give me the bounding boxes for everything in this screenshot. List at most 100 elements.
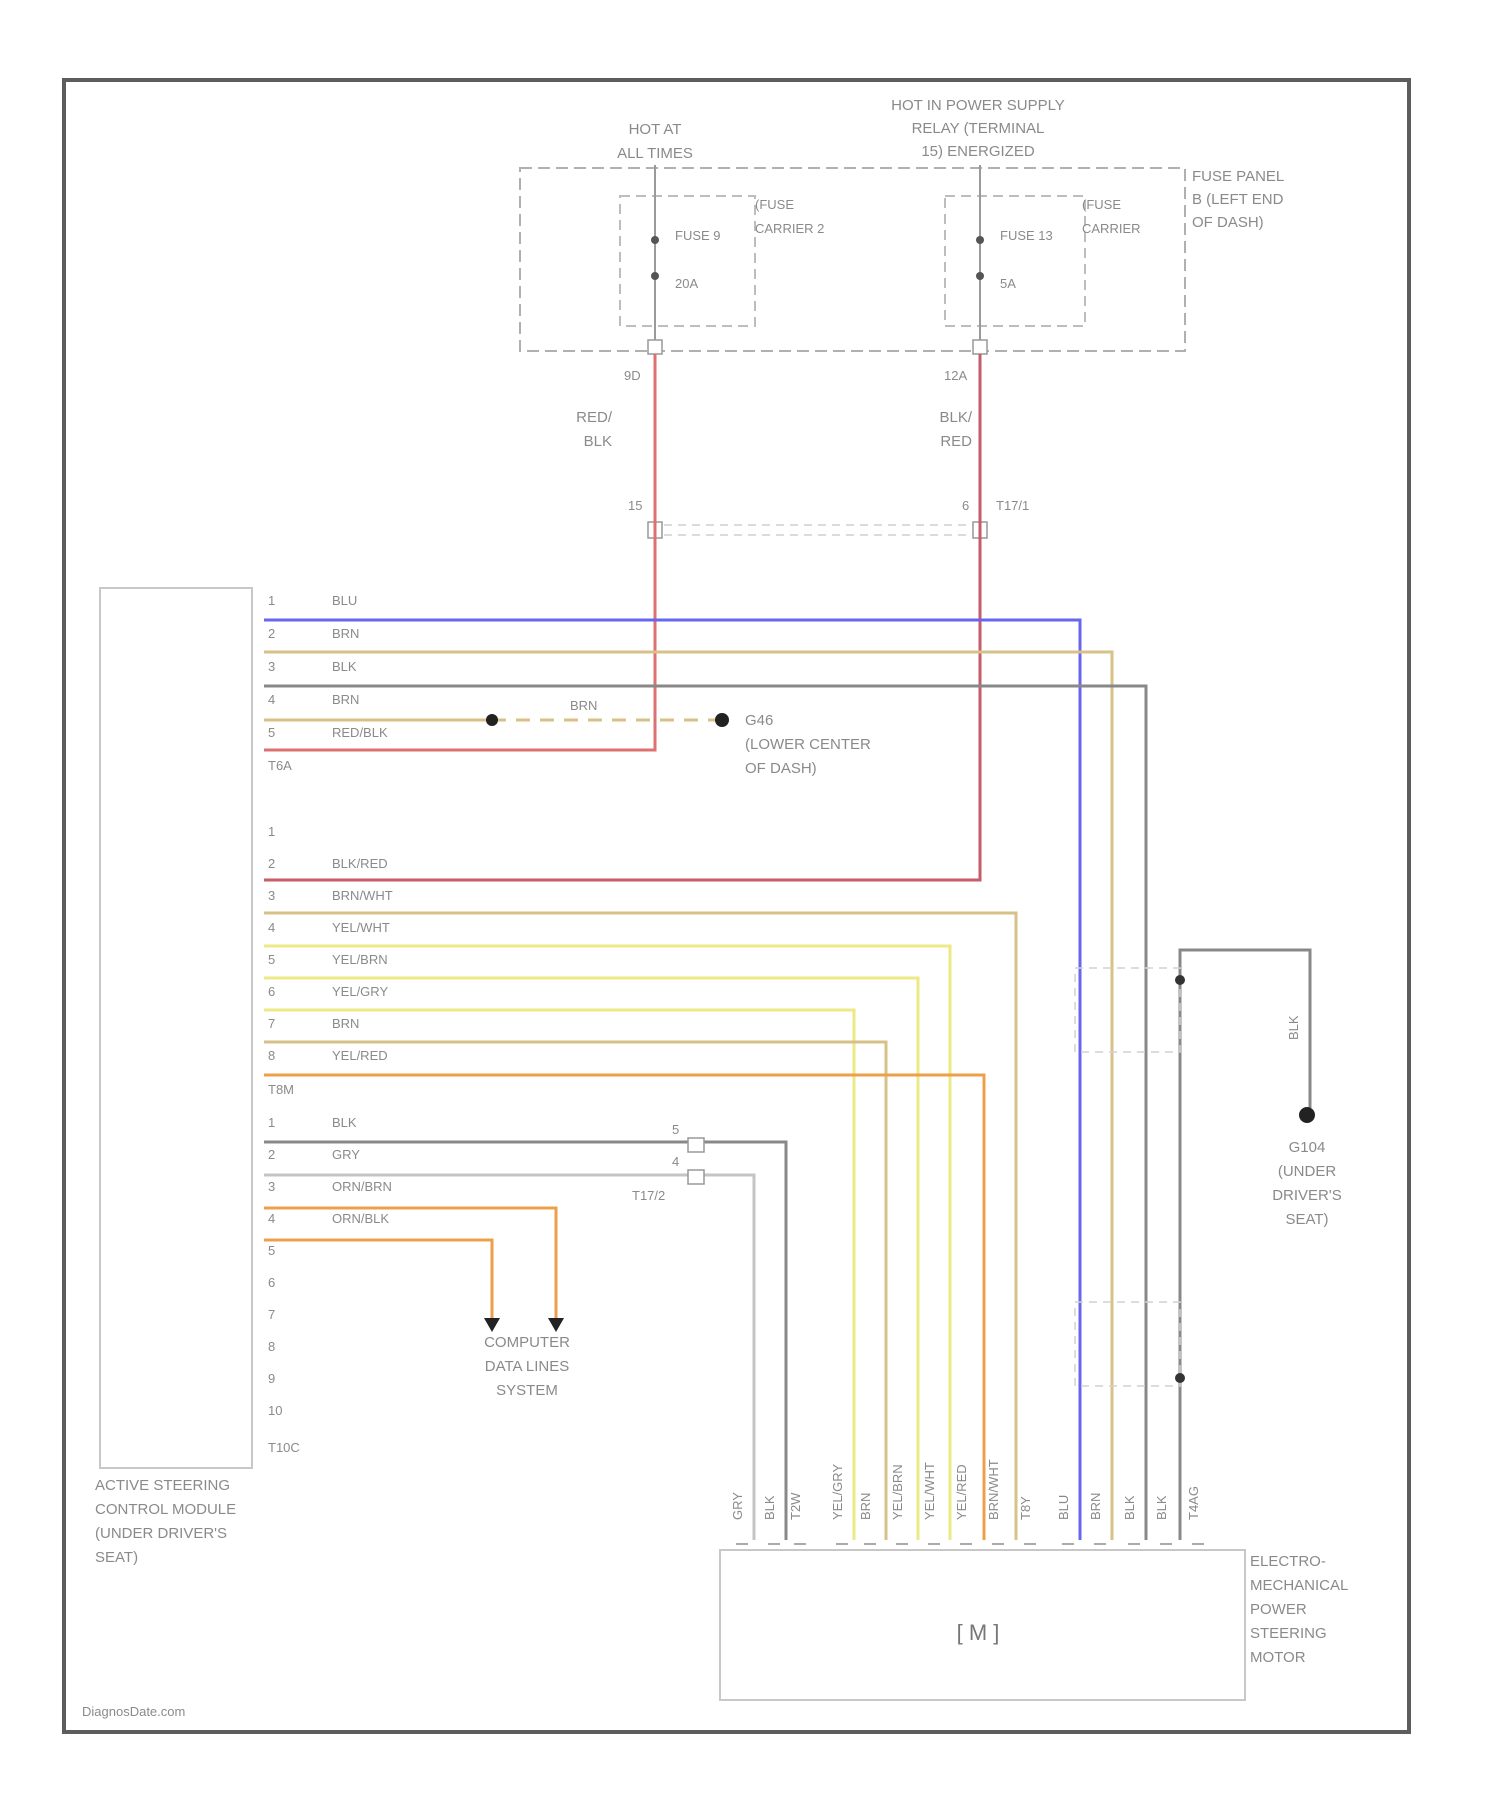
t17-1-connector-outline [650, 525, 985, 535]
right-feed-color-2: RED [940, 433, 972, 450]
fuse-panel-label-1: FUSE PANEL [1192, 168, 1284, 185]
orn-blk-wire [264, 1240, 492, 1318]
connector-label: T8M [268, 1082, 294, 1097]
g46-location-2: OF DASH) [745, 760, 817, 777]
fuse-13-terminal-bottom [976, 272, 984, 280]
pin-number: 4 [268, 920, 275, 935]
hot-at-all-times-label-1: HOT AT [629, 121, 682, 138]
computer-data-lines-1: COMPUTER [484, 1334, 570, 1351]
module-label-3: (UNDER DRIVER'S [95, 1525, 227, 1542]
fuse-panel-label-3: OF DASH) [1192, 214, 1264, 231]
g104-ground-dot [1299, 1107, 1315, 1123]
splice-dot-upper [1175, 975, 1185, 985]
fuse-9-terminal-label: 9D [624, 368, 641, 383]
splice-dot-lower [1175, 1373, 1185, 1383]
yel-red-wire [264, 1075, 984, 1540]
fuse-13-carrier-1: (FUSE [1082, 197, 1121, 212]
hot-in-power-supply-label-2: RELAY (TERMINAL [912, 120, 1045, 137]
connector-label: T10C [268, 1440, 300, 1455]
pin-number: 5 [268, 725, 275, 740]
pin-number: 9 [268, 1371, 275, 1386]
motor-symbol: [ M ] [957, 1620, 1000, 1645]
g104-wire-color: BLK [1286, 1015, 1301, 1040]
motor-pin-label: T2W [788, 1492, 803, 1520]
t17-1-connector-label: T17/1 [996, 498, 1029, 513]
pin-number: 5 [268, 952, 275, 967]
motor-pin-label: T8Y [1018, 1496, 1033, 1520]
t17-2-pin-4 [688, 1170, 704, 1184]
pin-number: 5 [268, 1243, 275, 1258]
pin-number: 2 [268, 626, 275, 641]
pin-wire-color: GRY [332, 1147, 360, 1162]
pin-wire-color: BLK/RED [332, 856, 388, 871]
g46-ground-dot [715, 713, 729, 727]
pin-wire-color: YEL/RED [332, 1048, 388, 1063]
blu-wire [264, 620, 1080, 1540]
pin-wire-color: BLK [332, 1115, 357, 1130]
pin-number: 1 [268, 593, 275, 608]
pin-number: 2 [268, 1147, 275, 1162]
g46-wire-color: BRN [570, 698, 597, 713]
g104-location-1: (UNDER [1278, 1163, 1336, 1180]
fuse-carrier-box-2 [945, 196, 1085, 326]
pin-number: 3 [268, 888, 275, 903]
computer-data-lines-3: SYSTEM [496, 1382, 558, 1399]
fuse-9-carrier-2: CARRIER 2 [755, 221, 824, 236]
fuse-13-connector [973, 340, 987, 354]
g46-location-1: (LOWER CENTER [745, 736, 871, 753]
g46-splice-dot [486, 714, 498, 726]
watermark: DiagnosDate.com [82, 1704, 185, 1719]
pin-wire-color: BLK [332, 659, 357, 674]
orn-brn-wire [264, 1208, 556, 1318]
pin-number: 8 [268, 1048, 275, 1063]
left-feed-color-2: BLK [584, 433, 612, 450]
motor-pin-label: BLU [1056, 1495, 1071, 1520]
pin-number: 7 [268, 1307, 275, 1322]
fuse-9-connector [648, 340, 662, 354]
splice-block-lower [1075, 1302, 1180, 1386]
diagram-border [64, 80, 1409, 1732]
t17-1-left-pin-label: 15 [628, 498, 642, 513]
fuse-13-name: FUSE 13 [1000, 228, 1053, 243]
left-feed-color-1: RED/ [576, 409, 613, 426]
motor-label-4: STEERING [1250, 1625, 1327, 1642]
fuse-9-rating: 20A [675, 276, 698, 291]
pin-number: 6 [268, 984, 275, 999]
fuse-9-carrier-1: (FUSE [755, 197, 794, 212]
hot-at-all-times-label-2: ALL TIMES [617, 145, 693, 162]
motor-pin-label: BRN/WHT [986, 1459, 1001, 1520]
module-label-2: CONTROL MODULE [95, 1501, 236, 1518]
g104-location-3: SEAT) [1285, 1211, 1328, 1228]
splice-block-upper [1075, 968, 1180, 1052]
fuse-13-terminal-label: 12A [944, 368, 967, 383]
motor-label-2: MECHANICAL [1250, 1577, 1348, 1594]
pin-wire-color: ORN/BRN [332, 1179, 392, 1194]
t17-2-connector-label: T17/2 [632, 1188, 665, 1203]
motor-pin-label: YEL/BRN [890, 1464, 905, 1520]
fuse-carrier-box-1 [620, 196, 755, 326]
module-label-1: ACTIVE STEERING [95, 1477, 230, 1494]
pin-number: 4 [268, 1211, 275, 1226]
motor-pin-label: BRN [858, 1493, 873, 1520]
t17-2-pin-5 [688, 1138, 704, 1152]
pin-number: 10 [268, 1403, 282, 1418]
pin-number: 1 [268, 1115, 275, 1130]
pin-wire-color: BRN [332, 692, 359, 707]
motor-pin-label: YEL/WHT [922, 1462, 937, 1520]
fuse-13-carrier-2: CARRIER [1082, 221, 1141, 236]
pin-number: 4 [268, 692, 275, 707]
t17-1-right-pin-label: 6 [962, 498, 969, 513]
motor-label-5: MOTOR [1250, 1649, 1306, 1666]
blk-wire-1 [264, 686, 1146, 1540]
pin-wire-color: BRN [332, 626, 359, 641]
t17-2-pin-5-label: 5 [672, 1122, 679, 1137]
right-feed-color-1: BLK/ [939, 409, 972, 426]
motor-pin-label: BLK [1122, 1495, 1137, 1520]
motor-pin-label: YEL/RED [954, 1464, 969, 1520]
motor-pin-label: YEL/GRY [830, 1464, 845, 1520]
motor-label-3: POWER [1250, 1601, 1307, 1618]
pin-wire-color: BRN/WHT [332, 888, 393, 903]
pin-wire-color: BLU [332, 593, 357, 608]
